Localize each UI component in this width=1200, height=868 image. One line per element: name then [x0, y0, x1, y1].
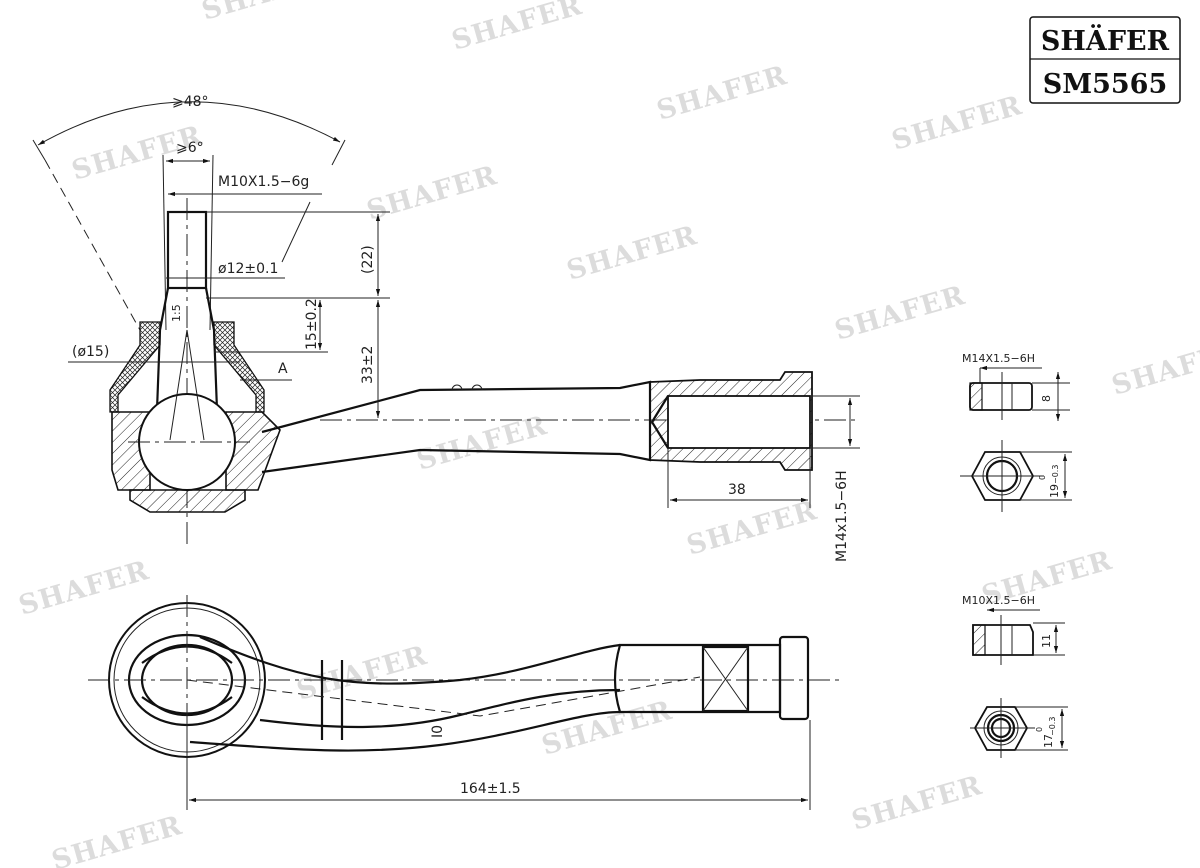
jam-nut-tol-lower: −0.3: [1051, 465, 1060, 484]
watermark: SHAFER: [448, 0, 586, 57]
top-view: I0 164±1.5: [88, 595, 840, 810]
title-block: SHÄFER SM5565: [1029, 16, 1181, 104]
watermark: SHAFER: [1108, 335, 1200, 402]
marking-label: I0: [430, 725, 446, 738]
watermark: SHAFER: [363, 160, 501, 227]
lock-nut-m10: M10X1.5−6H 11 17 0 −0.3: [962, 594, 1068, 758]
watermark: SHAFER: [683, 495, 821, 562]
watermark: SHAFER: [848, 770, 986, 837]
stud-thread-label: M10X1.5−6g: [218, 174, 309, 190]
lock-nut-tol-upper: 0: [1035, 727, 1044, 732]
lock-nut-thread-label: M10X1.5−6H: [962, 594, 1035, 607]
angle-total-label: ⩾48°: [172, 94, 209, 110]
jam-nut-m14: M14X1.5−6H 8 19 0 −0.3: [960, 352, 1072, 512]
detail-a-label: A: [278, 361, 288, 377]
inner-thread-depth-label: 38: [728, 482, 746, 498]
watermark: SHAFER: [293, 640, 431, 707]
boot-diameter-label: (ø15): [72, 344, 109, 360]
watermark: SHAFER: [48, 810, 186, 868]
jam-nut-tol-upper: 0: [1038, 475, 1047, 480]
watermark: SHAFER: [831, 280, 969, 347]
taper-height-label: 15±0.2: [304, 298, 320, 350]
stud-height-label: 33±2: [360, 346, 376, 384]
inner-thread-label: M14x1.5−6H: [834, 470, 850, 562]
watermark: SHAFER: [15, 555, 153, 622]
lock-nut-width-label: 17: [1042, 734, 1055, 748]
overall-length-label: 164±1.5: [460, 781, 521, 797]
stud-diameter-label: ø12±0.1: [218, 261, 278, 277]
taper-ratio-label: 1:5: [170, 304, 183, 322]
lock-nut-tol-lower: −0.3: [1048, 717, 1057, 736]
thread-length-ref-label: (22): [360, 245, 376, 274]
jam-nut-width-label: 19: [1048, 484, 1061, 498]
brand-name: SHÄFER: [1041, 23, 1170, 57]
watermark: SHAFER: [653, 60, 791, 127]
lock-nut-height-label: 11: [1040, 634, 1053, 648]
watermark: SHAFER: [538, 695, 676, 762]
jam-nut-thread-label: M14X1.5−6H: [962, 352, 1035, 365]
watermark: SHAFER: [888, 90, 1026, 157]
watermark: SHAFER: [198, 0, 336, 27]
jam-nut-height-label: 8: [1040, 395, 1053, 402]
watermark: SHAFER: [563, 220, 701, 287]
part-number: SM5565: [1043, 69, 1168, 100]
angle-min-label: ⩾6°: [176, 140, 204, 156]
side-view-section: ⩾48° ⩾6° M10X1.5−6g ø12±0.1 1:5 (ø15) A: [32, 94, 860, 562]
